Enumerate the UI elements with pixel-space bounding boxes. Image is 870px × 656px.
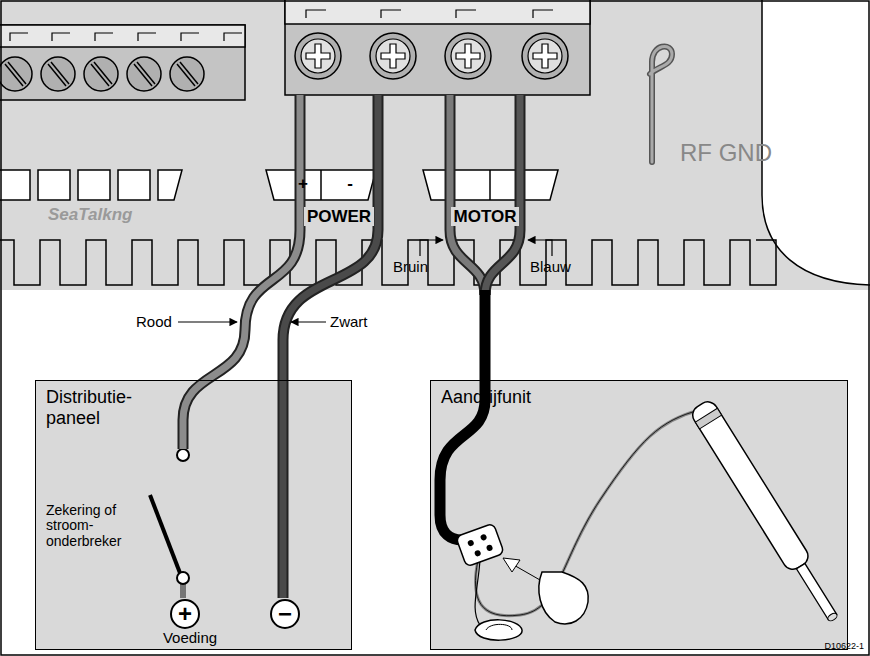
terminal-sign: +: [295, 175, 311, 194]
fuse-switch: [150, 449, 189, 598]
part-name: Zekering of stroom- onderbreker: [46, 503, 146, 549]
terminal-sign: −: [278, 602, 292, 626]
brown-wire: [450, 95, 485, 295]
connector-name: POWER: [279, 208, 399, 227]
panel-ground: [35, 380, 352, 650]
leader-lines: [178, 240, 552, 322]
ground-label: RF GND: [680, 140, 772, 166]
wire-colour: Bruin: [393, 259, 428, 276]
drawing-number: D10622-1: [790, 642, 864, 652]
connector-slots: [0, 170, 558, 200]
wire-colour: Zwart: [330, 314, 368, 331]
terminal-sign: -: [342, 175, 358, 194]
panel-title: Aandrijfunit: [441, 387, 641, 408]
wire-colour: Rood: [136, 314, 172, 331]
panel-title: Distributie- paneel: [46, 387, 158, 428]
wire-colour: Blauw: [530, 259, 571, 276]
power-motor-terminal-block: [285, 0, 590, 95]
supply-label: Voeding: [140, 630, 240, 647]
connector-name: MOTOR: [425, 208, 545, 227]
blue-wire: [485, 95, 520, 295]
seatalk-terminal-block: [0, 25, 245, 100]
drive-unit-illustration: [456, 398, 845, 640]
rf-ground-wire: [650, 46, 672, 162]
black-wire: [283, 95, 378, 598]
terminal-circle: −: [270, 599, 300, 629]
drive-ground: [430, 380, 848, 650]
motor-cable: [440, 290, 485, 540]
terminal-circle: +: [170, 599, 200, 629]
bus-name: SeaTalkng: [48, 206, 132, 225]
terminal-sign: +: [178, 602, 192, 626]
housing-edge: [0, 240, 776, 285]
panel-box: Aandrijfunit: [430, 380, 848, 650]
